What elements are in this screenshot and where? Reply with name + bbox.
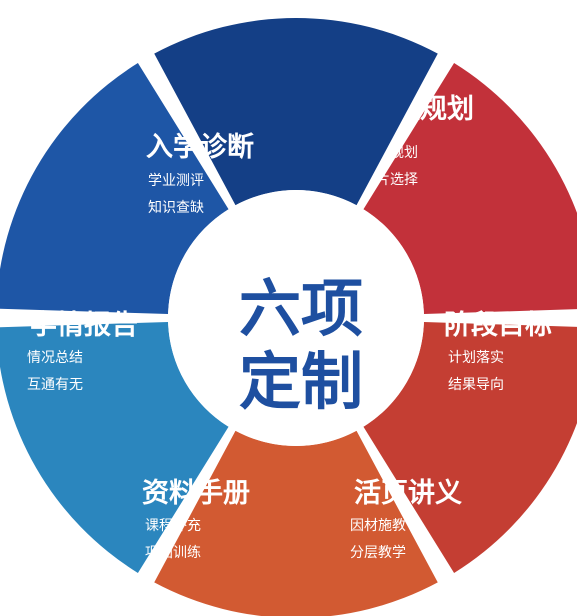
segment-diagnosis-title: 入学诊断	[146, 131, 254, 163]
wheel-segments: 课程规划内容规划切片选择阶段目标计划落实结果导向活页讲义因材施教分层教学资料手册…	[0, 17, 577, 616]
segment-plan-shape	[363, 63, 577, 314]
segment-manual-title: 资料手册	[142, 478, 250, 509]
segment-manual-subtitle-1: 课程补充	[145, 518, 201, 534]
segment-report-subtitle-1: 情况总结	[27, 350, 83, 366]
segment-report-shape	[0, 63, 229, 314]
segment-handout-shape	[154, 430, 438, 616]
segment-manual-subtitle-2: 巩固训练	[145, 545, 201, 561]
segment-goal-subtitle-2: 结果导向	[448, 377, 504, 393]
segment-handout-subtitle-2: 分层教学	[350, 545, 406, 561]
segment-report-title: 学情报告	[30, 309, 138, 341]
segment-plan-subtitle-2: 切片选择	[362, 172, 418, 188]
center-title-line1: 六项	[239, 272, 363, 345]
segment-handout-subtitle-1: 因材施教	[350, 518, 406, 534]
segment-goal-subtitle-1: 计划落实	[448, 350, 504, 366]
segment-goal-title: 阶段目标	[444, 310, 552, 341]
center-disc	[168, 190, 424, 446]
segment-report-subtitle-2: 互通有无	[27, 377, 83, 393]
segment-diagnosis-subtitle-1: 学业测评	[148, 173, 204, 189]
segment-manual-shape	[0, 322, 229, 573]
segment-diagnosis-shape	[154, 17, 438, 206]
segment-diagnosis-subtitle-2: 知识查缺	[148, 199, 204, 216]
segment-handout-title: 活页讲义	[354, 478, 462, 509]
segment-goal-shape	[363, 322, 577, 573]
center-title-line2: 定制	[239, 345, 363, 418]
